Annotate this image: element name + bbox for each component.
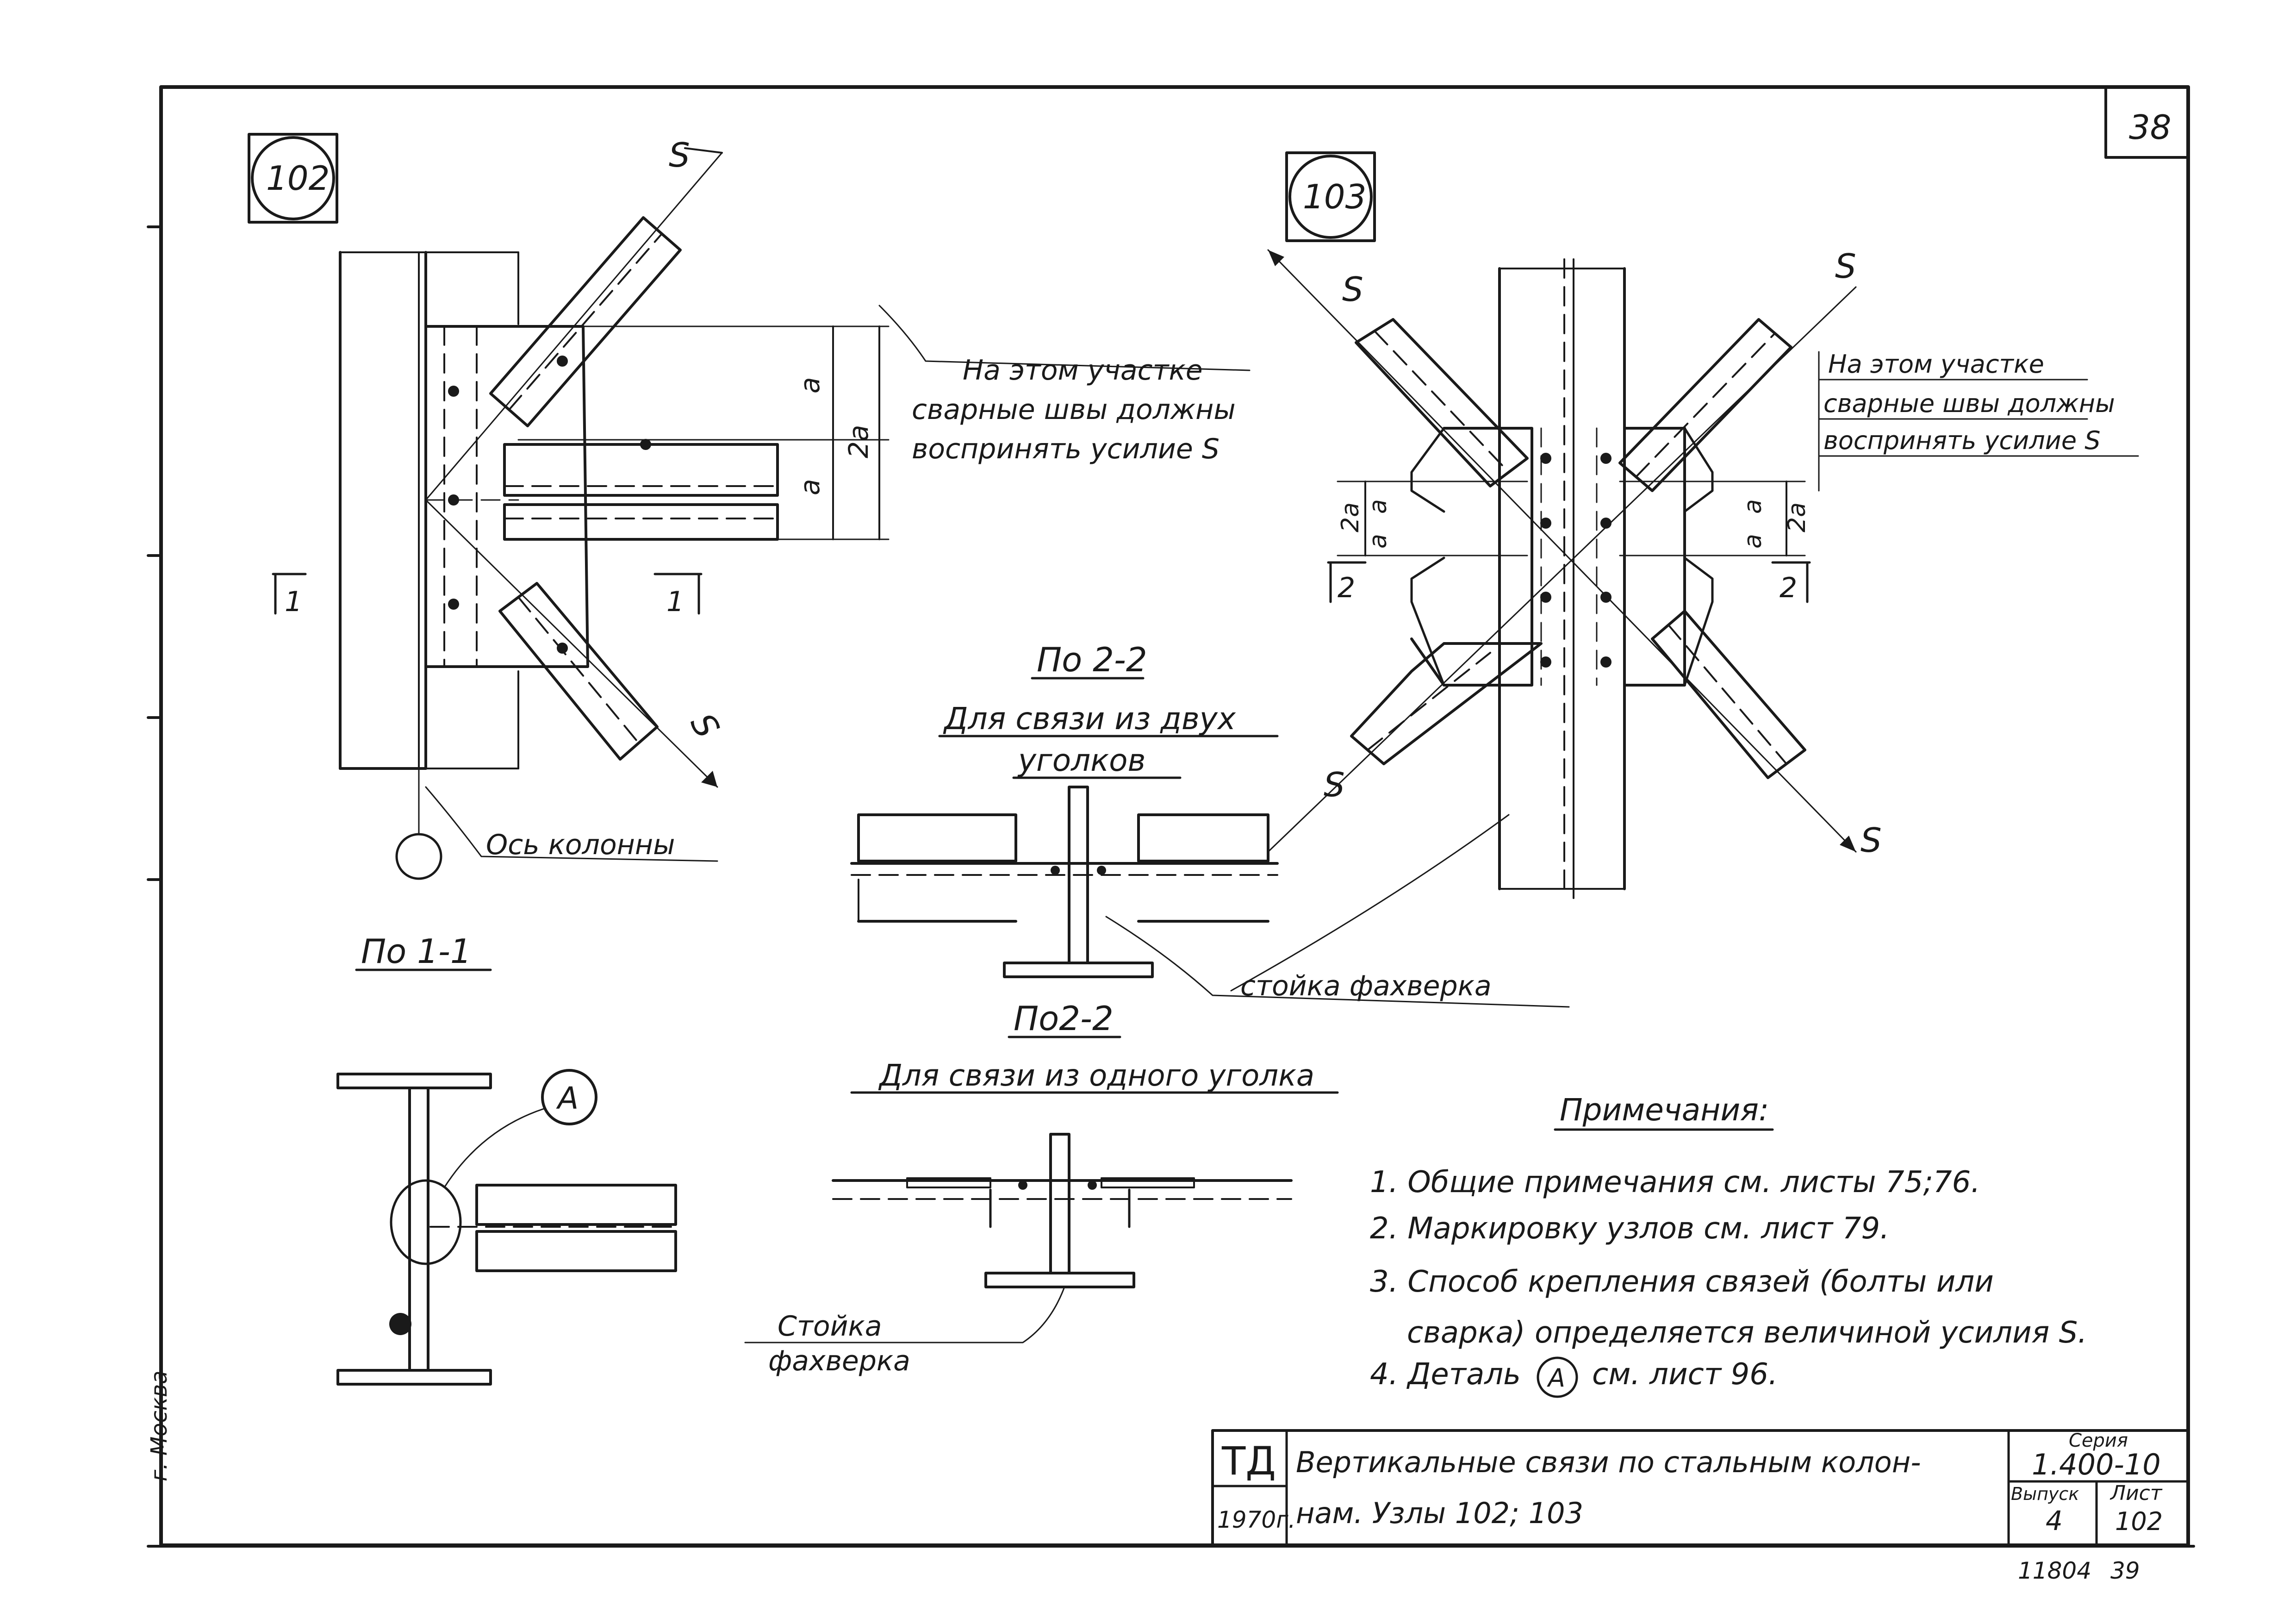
bottom-code-b: 39 bbox=[2110, 1557, 2140, 1584]
title-block-org: ТД bbox=[1221, 1438, 1276, 1484]
section-mark-103-right: 2 bbox=[1780, 572, 1797, 604]
column-102 bbox=[339, 251, 519, 770]
section-mark-103: 2 2 bbox=[1327, 561, 1811, 604]
section-2-2-two-title: По 2-2 bbox=[1037, 640, 1147, 679]
node-badge-102-label: 102 bbox=[266, 159, 330, 198]
upper-brace-102 bbox=[425, 147, 723, 501]
force-label-103-bottom-left: S bbox=[1324, 765, 1345, 804]
dim-103-a-right-2: a bbox=[1739, 534, 1767, 549]
post-label-main: стойка фахверка bbox=[1240, 970, 1492, 1002]
section-2-2-two-angles: По 2-2 Для связи из двух уголков bbox=[850, 640, 1279, 978]
title-block-title-2: нам. Узлы 102; 103 bbox=[1296, 1496, 1583, 1530]
horizontal-strut-102 bbox=[503, 443, 779, 541]
sheet-number-box: 38 bbox=[2104, 86, 2190, 159]
weld-callout-103-line3: воспринять усилие S bbox=[1823, 426, 2100, 455]
node-103: 103 bbox=[1267, 151, 2139, 899]
section-2-2-one-subtitle: Для связи из одного уголка bbox=[878, 1059, 1314, 1093]
section-mark-103-left: 2 bbox=[1338, 572, 1355, 604]
node-badge-103-label: 103 bbox=[1303, 177, 1366, 216]
force-label-102-bottom: S bbox=[683, 707, 727, 745]
title-block-series: 1.400-10 bbox=[2032, 1448, 2161, 1481]
post-callout-main: стойка фахверка bbox=[1105, 814, 1570, 1008]
note-4a: 4. Деталь bbox=[1370, 1357, 1521, 1392]
section-mark-102-left: 1 bbox=[285, 586, 302, 618]
node-badge-103: 103 bbox=[1285, 151, 1376, 242]
title-block-sheet-label: Лист bbox=[2109, 1481, 2163, 1505]
section-2-2-one-drawing bbox=[832, 1133, 1293, 1288]
city-label: г. Москва bbox=[146, 1370, 172, 1481]
dim-103-a-left-2: a bbox=[1364, 534, 1392, 549]
post-callout-small: Стойка фахверка bbox=[744, 1286, 1065, 1377]
dim-103-2a-left: 2a bbox=[1337, 502, 1364, 532]
weld-callout-102-line3: воспринять усилие S bbox=[912, 433, 1220, 465]
column-axis-102: Ось колонны bbox=[395, 768, 718, 880]
weld-callout-103-line1: На этом участке bbox=[1828, 350, 2044, 379]
weld-callout-102: На этом участке сварные швы должны воспр… bbox=[878, 305, 1251, 465]
node-badge-102: 102 bbox=[248, 133, 338, 224]
note-2: 2. Маркировку узлов см. лист 79. bbox=[1370, 1212, 1889, 1246]
title-block-issue-label: Выпуск bbox=[2011, 1484, 2079, 1504]
post-label-small-1: Стойка bbox=[778, 1310, 882, 1343]
detail-marker-a: A bbox=[443, 1069, 597, 1188]
force-label-103-top-left: S bbox=[1342, 270, 1363, 309]
title-block-issue: 4 bbox=[2046, 1505, 2063, 1537]
section-2-2-two-drawing bbox=[850, 786, 1279, 978]
dimensions-103: 2a a a a a 2a bbox=[1337, 481, 1811, 556]
bottom-code-a: 11804 bbox=[2018, 1557, 2091, 1584]
note-4b: см. лист 96. bbox=[1592, 1357, 1778, 1392]
node-102: 102 bbox=[248, 133, 1251, 880]
dim-102-a-top: a bbox=[794, 377, 826, 394]
weld-callout-102-line1: На этом участке bbox=[963, 354, 1203, 387]
section-2-2-one-angle: По2-2 Для связи из одного уголка Стойка … bbox=[744, 999, 1339, 1377]
column-axis-label: Ось колонны bbox=[486, 829, 675, 861]
section-1-1-drawing bbox=[336, 1073, 677, 1386]
dim-102-2a: 2a bbox=[843, 425, 874, 458]
dim-103-a-right-1: a bbox=[1739, 499, 1767, 514]
force-label-103-bottom-right: S bbox=[1860, 821, 1882, 860]
weld-callout-102-line2: сварные швы должны bbox=[912, 394, 1236, 426]
lower-brace-102 bbox=[425, 499, 718, 788]
dim-103-a-left-1: a bbox=[1364, 499, 1392, 514]
note-3b: сварка) определяется величиной усилия S. bbox=[1407, 1316, 2087, 1350]
section-mark-102: 1 1 bbox=[272, 573, 703, 618]
dimensions-102: a a 2a bbox=[517, 325, 890, 540]
notes: Примечания: 1. Общие примечания см. лист… bbox=[1370, 1092, 2087, 1398]
column-103 bbox=[1498, 258, 1626, 899]
section-2-2-two-subtitle-1: Для связи из двух bbox=[943, 701, 1236, 737]
section-1-1: По 1-1 A bbox=[336, 932, 677, 1386]
gusset-plate-103 bbox=[1410, 427, 1714, 687]
title-block-sheet: 102 bbox=[2115, 1507, 2163, 1536]
note-4-detail-ref: A bbox=[1547, 1363, 1565, 1393]
weld-callout-103-line2: сварные швы должны bbox=[1823, 389, 2115, 418]
title-block-series-label: Серия bbox=[2069, 1430, 2128, 1451]
weld-callout-103: На этом участке сварные швы должны воспр… bbox=[1818, 350, 2139, 492]
force-label-103-top-right: S bbox=[1835, 247, 1856, 286]
brace-103-top-left bbox=[1355, 318, 1529, 487]
note-3a: 3. Способ крепления связей (болты или bbox=[1370, 1265, 1994, 1299]
post-label-small-2: фахверка bbox=[768, 1345, 910, 1377]
force-lines-103 bbox=[1267, 249, 1857, 853]
section-mark-102-right: 1 bbox=[666, 586, 684, 618]
brace-103-bottom-left bbox=[1350, 642, 1543, 765]
note-1: 1. Общие примечания см. листы 75;76. bbox=[1370, 1165, 1980, 1199]
title-block: ТД 1970г. Вертикальные связи по стальным… bbox=[1211, 1429, 2190, 1547]
bolts-102 bbox=[448, 356, 651, 654]
notes-heading: Примечания: bbox=[1560, 1092, 1769, 1128]
force-label-102-top: S bbox=[669, 136, 690, 175]
section-1-1-title: По 1-1 bbox=[361, 932, 472, 971]
sheet-number: 38 bbox=[2129, 108, 2172, 147]
brace-103-bottom-right bbox=[1651, 610, 1806, 779]
section-2-2-one-title: По2-2 bbox=[1014, 999, 1114, 1038]
title-block-year: 1970г. bbox=[1217, 1506, 1295, 1533]
bolts-103 bbox=[1540, 453, 1612, 668]
detail-marker-a-label: A bbox=[556, 1081, 579, 1116]
dim-102-a-bottom: a bbox=[794, 479, 826, 495]
section-2-2-two-subtitle-2: уголков bbox=[1017, 743, 1145, 778]
title-block-title-1: Вертикальные связи по стальным колон- bbox=[1296, 1445, 1921, 1479]
dim-103-2a-right: 2a bbox=[1783, 502, 1811, 532]
brace-103-top-right bbox=[1618, 318, 1792, 492]
